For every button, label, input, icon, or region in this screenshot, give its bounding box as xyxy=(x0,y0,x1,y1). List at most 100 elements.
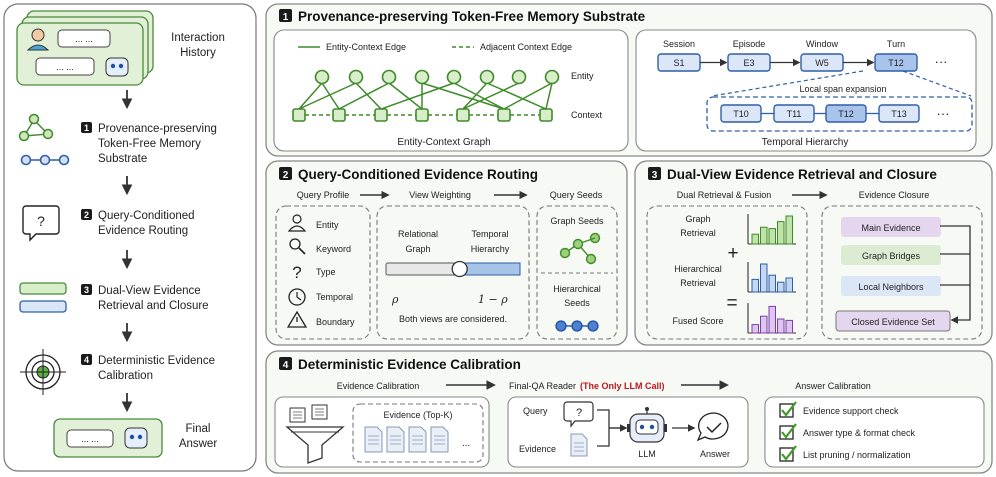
panel2-title: Query-Conditioned Evidence Routing xyxy=(298,167,538,182)
panel1-title: Provenance-preserving Token-Free Memory … xyxy=(298,9,646,24)
span-node-t13 xyxy=(878,104,920,123)
panel-memory-substrate: 1 Provenance-preserving Token-Free Memor… xyxy=(265,3,993,157)
step1-num: 1 xyxy=(84,123,89,133)
temporal-line2: Hierarchy xyxy=(471,244,510,254)
query-profile-box xyxy=(275,205,371,340)
local-span-box xyxy=(706,96,973,132)
entity-context-edge-4 xyxy=(355,82,382,110)
fused-bar-2 xyxy=(760,315,768,334)
level-node-label-t12: T12 xyxy=(888,58,904,68)
evidence-doc-icon xyxy=(570,433,588,457)
checkbox-2 xyxy=(779,425,794,440)
closure-item-label-1: Main Evidence xyxy=(861,223,920,233)
bubble-dots-1: ... ... xyxy=(75,34,93,44)
step2-badge xyxy=(81,209,92,220)
step3-badge xyxy=(81,284,92,295)
entity-node-6 xyxy=(479,69,495,85)
hierarchical-bar-1 xyxy=(751,278,759,293)
entity-context-edge-11 xyxy=(486,82,547,110)
fusion-box xyxy=(646,205,808,340)
panel4-title: Deterministic Evidence Calibration xyxy=(298,357,521,372)
checkbox-1 xyxy=(779,403,794,418)
closure-item-3 xyxy=(841,276,941,296)
col-query-seeds: Query Seeds xyxy=(550,190,603,200)
row-context-label: Context xyxy=(571,110,603,120)
entity-context-edge-1 xyxy=(298,82,323,110)
score-bar-charts xyxy=(747,214,796,334)
target-icon xyxy=(20,349,66,395)
graph-nodes xyxy=(292,69,560,122)
bubble-dots-2: ... ... xyxy=(56,62,74,72)
question-mark-glyph: ? xyxy=(37,213,45,229)
entity-context-edge-14 xyxy=(545,82,553,110)
final-bubble-dots: ... ... xyxy=(81,434,99,444)
relational-line2: Graph xyxy=(405,244,430,254)
one-minus-rho-label: 1 − ρ xyxy=(478,293,508,306)
col-evidence-calibration: Evidence Calibration xyxy=(337,381,420,391)
answer-bubble-icon xyxy=(696,412,729,442)
context-node-4 xyxy=(415,108,429,122)
entity-context-edge-10 xyxy=(462,82,488,110)
evidence-topk-label: Evidence (Top-K) xyxy=(383,410,452,420)
check-label-2: Answer type & format check xyxy=(803,428,916,438)
context-node-2 xyxy=(332,108,346,122)
profile-temporal: Temporal xyxy=(316,292,353,302)
step2-line2: Evidence Routing xyxy=(98,225,188,237)
step4-num: 4 xyxy=(84,355,89,365)
evidence-doc-lines-2 xyxy=(390,435,401,445)
rho-label: ρ xyxy=(391,293,399,306)
context-node-5 xyxy=(456,108,470,122)
hier-seeds-line1: Hierarchical xyxy=(553,284,601,294)
col-view-weighting: View Weighting xyxy=(409,190,471,200)
llm-label: LLM xyxy=(638,449,656,459)
entity-node-8 xyxy=(544,69,560,85)
llm-robot-icon xyxy=(627,407,667,443)
level-node-label-w5: W5 xyxy=(815,58,829,68)
fused-bar-3 xyxy=(768,305,776,334)
context-node-3 xyxy=(374,108,388,122)
context-node-1 xyxy=(292,108,306,122)
graph-bar-4 xyxy=(777,221,785,245)
dual-view-icon xyxy=(19,282,67,313)
level-label-turn: Turn xyxy=(887,39,905,49)
graph-bar-5 xyxy=(785,215,793,245)
step3-num: 3 xyxy=(84,285,89,295)
profile-keyword: Keyword xyxy=(316,244,351,254)
entity-node-3 xyxy=(381,69,397,85)
closure-item-label-2: Graph Bridges xyxy=(862,251,921,261)
graph-bar-3 xyxy=(768,228,776,245)
view-slider-fill xyxy=(459,262,521,276)
filter-funnel-icon xyxy=(285,404,345,464)
checkmark-icon-2 xyxy=(781,423,797,439)
evidence-doc-lines-4 xyxy=(434,435,445,445)
evidence-doc-3 xyxy=(408,426,427,453)
level-label-window: Window xyxy=(806,39,839,49)
check-label-1: Evidence support check xyxy=(803,406,899,416)
checkmark-icon-1 xyxy=(781,401,797,417)
entity-node-2 xyxy=(348,69,364,85)
profile-type: Type xyxy=(316,267,336,277)
entity-context-graph-box xyxy=(273,29,629,152)
expansion-label: Local span expansion xyxy=(799,84,886,94)
evidence-doc-lines-1 xyxy=(368,435,379,445)
hierarchical-bar-3 xyxy=(768,274,776,293)
query-bubble-icon xyxy=(563,401,594,428)
entity-context-edge-9 xyxy=(453,82,505,110)
profile-entity: Entity xyxy=(316,220,339,230)
hierarchical-bar-5 xyxy=(785,277,793,293)
level-node-label-e3: E3 xyxy=(743,58,754,68)
panel-evidence-routing: 2 Query-Conditioned Evidence Routing Que… xyxy=(265,160,628,346)
panel3-title: Dual-View Evidence Retrieval and Closure xyxy=(667,167,937,182)
col-final-qa-reader: Final-QA Reader xyxy=(509,381,576,391)
span-node-label-t12: T12 xyxy=(838,109,854,119)
graph-seeds-icon xyxy=(559,232,601,265)
entity-context-edge-5 xyxy=(338,82,390,110)
entity-node-5 xyxy=(446,69,462,85)
step1-line1: Provenance-preserving xyxy=(98,123,217,135)
evidence-label: Evidence xyxy=(519,444,556,454)
type-icon: ? xyxy=(292,263,301,282)
